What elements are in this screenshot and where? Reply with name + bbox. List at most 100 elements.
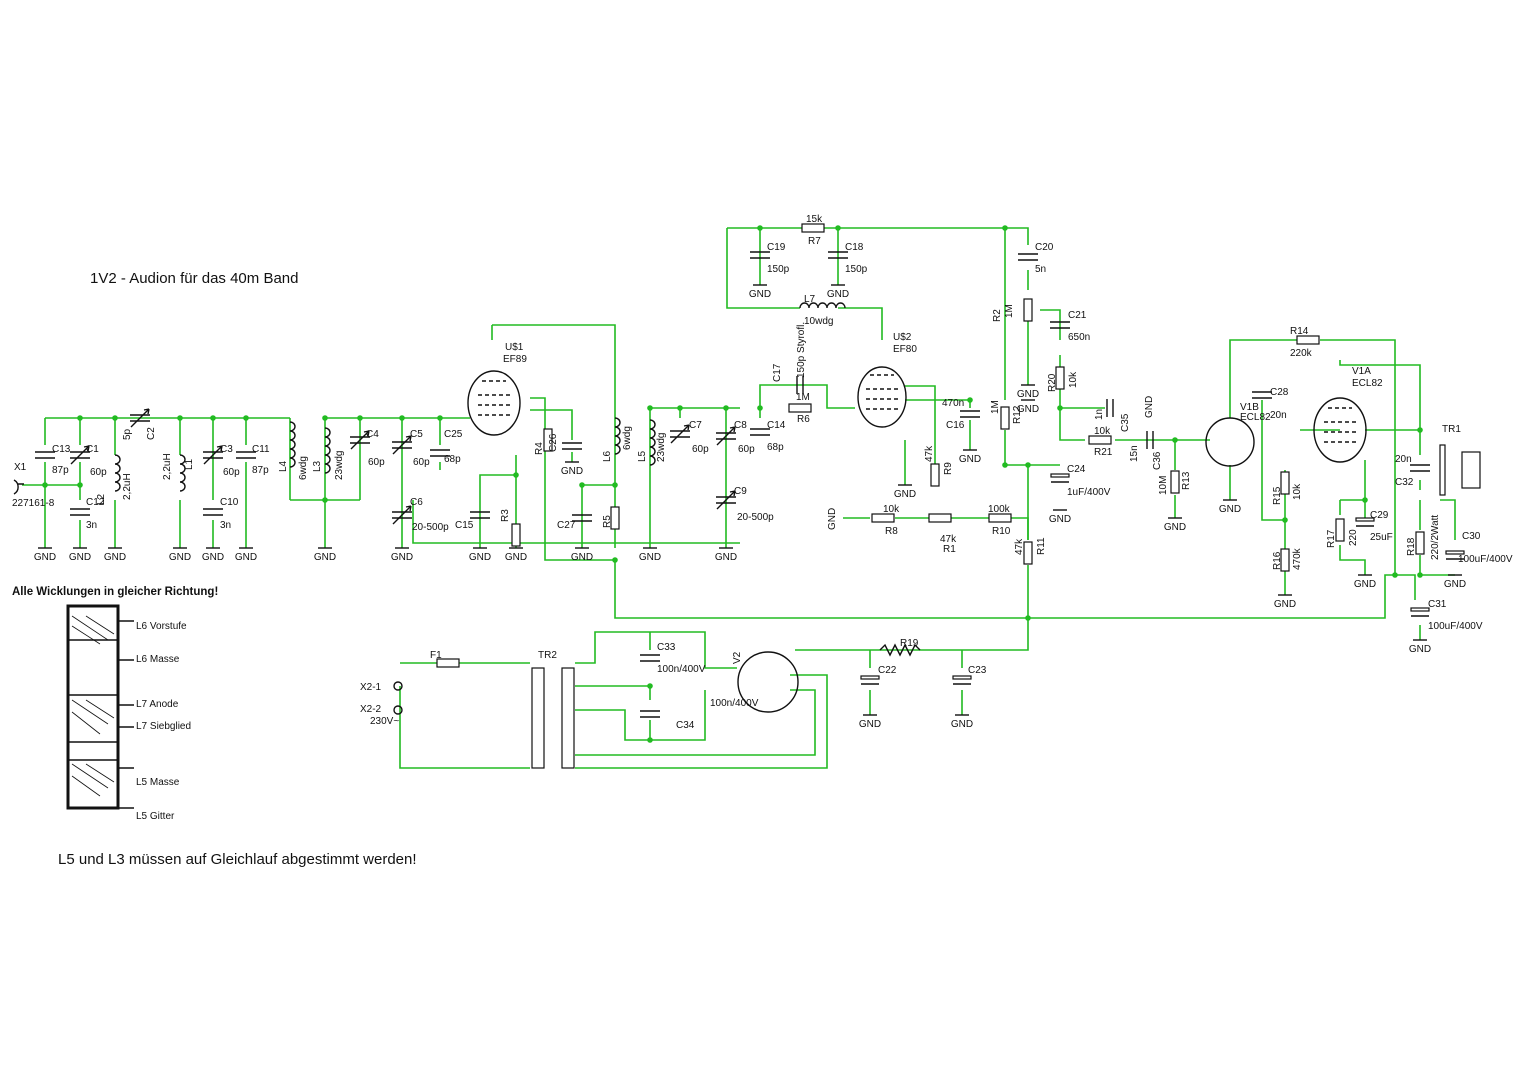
u2-ref-label: U$2 xyxy=(893,332,912,343)
electrolytic-c23 xyxy=(952,675,972,680)
r3-ref-label: R3 xyxy=(500,509,511,522)
c2-value-label: 5p xyxy=(122,428,133,440)
c4-value-label: 60p xyxy=(368,457,385,468)
c8-ref-label: C8 xyxy=(734,420,747,431)
resistor-r9 xyxy=(930,463,940,487)
r21-value-label: 10k xyxy=(1094,426,1111,437)
resistor-r3 xyxy=(511,523,521,547)
electrolytic-c31 xyxy=(1410,607,1430,612)
wire-87 xyxy=(399,686,530,769)
wire-92 xyxy=(575,690,706,741)
c7-ref-label: C7 xyxy=(689,420,702,431)
mains-terminal-x2-2[interactable] xyxy=(393,705,403,715)
c10-value-label: 3n xyxy=(220,520,231,531)
transformer-tr2-primary xyxy=(531,667,545,769)
r9-ref-label: R9 xyxy=(943,462,954,475)
junction-dot xyxy=(647,405,653,411)
junction-dot xyxy=(322,497,328,503)
junction-dot xyxy=(967,397,973,403)
c35-value-label: 1n xyxy=(1094,409,1105,420)
wire-66 xyxy=(795,565,1029,651)
ground-label: GND xyxy=(827,289,849,300)
wire-27 xyxy=(492,324,616,548)
r14-value-label: 220k xyxy=(1290,348,1313,359)
r9-value-label: 47k xyxy=(924,445,935,462)
junction-dot xyxy=(612,557,618,563)
resistor-r10 xyxy=(988,513,1012,523)
r12-ref-label: R12 xyxy=(1012,405,1023,424)
coil-former-diagram xyxy=(66,604,134,810)
r14-ref-label: R14 xyxy=(1290,326,1309,337)
c12-value-label: 3n xyxy=(86,520,97,531)
x22-value-label: 230V~ xyxy=(370,716,399,727)
junction-dot xyxy=(757,405,763,411)
c33-ref-label: C33 xyxy=(657,642,676,653)
c1-value-label: 60p xyxy=(90,467,107,478)
u2-value-label: EF80 xyxy=(893,344,917,355)
r16-value-label: 470k xyxy=(1292,547,1303,570)
ground-label: GND xyxy=(469,552,491,563)
r21-ref-label: R21 xyxy=(1094,447,1113,458)
l2-value-label: 2,2uH xyxy=(122,473,133,500)
resistor-r14 xyxy=(1296,335,1320,345)
c30-value-label: 100uF/400V xyxy=(1458,554,1513,565)
r18-value-label: 220/2Watt xyxy=(1430,515,1441,560)
c22-ref-label: C22 xyxy=(878,665,897,676)
c29-ref-label: C29 xyxy=(1370,510,1389,521)
c9-value-label: 20-500p xyxy=(737,512,774,523)
c9-ref-label: C9 xyxy=(734,486,747,497)
ground-label: GND xyxy=(1017,389,1039,400)
junction-dot xyxy=(243,415,249,421)
resistor-r7 xyxy=(801,223,825,233)
winding-direction-note: Alle Wicklungen in gleicher Richtung! xyxy=(12,586,219,598)
ground-label: GND xyxy=(1164,522,1186,533)
winding-label-l5-masse: L5 Masse xyxy=(136,777,180,788)
electrolytic-c22 xyxy=(860,675,880,680)
ground-label: GND xyxy=(715,552,737,563)
c36-ref-label: C36 xyxy=(1152,451,1163,470)
c14-ref-label: C14 xyxy=(767,420,786,431)
tube-u2-ef80-electrodes xyxy=(866,374,898,410)
f1-ref-label: F1 xyxy=(430,650,442,661)
junction-dot xyxy=(1002,462,1008,468)
r16-ref-label: R16 xyxy=(1272,551,1283,570)
l7-value-label: 10wdg xyxy=(804,316,833,327)
resistor-r17 xyxy=(1335,518,1345,542)
wire-28 xyxy=(530,397,615,561)
tube-v1a-ecl82 xyxy=(1313,397,1367,463)
c10-ref-label: C10 xyxy=(220,497,239,508)
winding-label-l7-anode: L7 Anode xyxy=(136,699,179,710)
l6-value-label: 6wdg xyxy=(622,426,633,450)
x1-ref-label: X1 xyxy=(14,462,27,473)
junction-dot xyxy=(1417,427,1423,433)
c30-ref-label: C30 xyxy=(1462,531,1481,542)
r15-value-label: 10k xyxy=(1292,483,1303,500)
l2-ref-label: L2 xyxy=(96,493,107,505)
ground-label: GND xyxy=(169,552,191,563)
tracking-note: L5 und L3 müssen auf Gleichlauf abgestim… xyxy=(58,851,417,868)
ground-label: GND xyxy=(235,552,257,563)
l1-ref-label: L1 xyxy=(184,458,195,470)
resistor-r21 xyxy=(1088,435,1112,445)
c3-ref-label: C3 xyxy=(220,444,233,455)
tr2-ref-label: TR2 xyxy=(538,650,557,661)
junction-dot xyxy=(1282,517,1288,523)
c34-ref-label: C34 xyxy=(676,720,695,731)
transformer-tr1 xyxy=(1439,444,1446,496)
resistor-r6 xyxy=(788,403,812,413)
ground-label: GND xyxy=(1409,644,1431,655)
c15-ref-label: C15 xyxy=(455,520,474,531)
c25-ref-label: C25 xyxy=(444,429,463,440)
resistor-r16 xyxy=(1280,548,1290,572)
resistor-r8 xyxy=(871,513,895,523)
inductor-l2 xyxy=(114,454,121,492)
tube-u2-ef80 xyxy=(857,366,907,428)
ground-label: GND xyxy=(391,552,413,563)
c33-value-label: 100n/400V xyxy=(657,664,706,675)
c3-value-label: 60p xyxy=(223,467,240,478)
wire-70 xyxy=(1261,400,1286,521)
tr1-ref-label: TR1 xyxy=(1442,424,1461,435)
mains-terminal-x2-1[interactable] xyxy=(393,681,403,691)
wire-89 xyxy=(575,685,651,700)
